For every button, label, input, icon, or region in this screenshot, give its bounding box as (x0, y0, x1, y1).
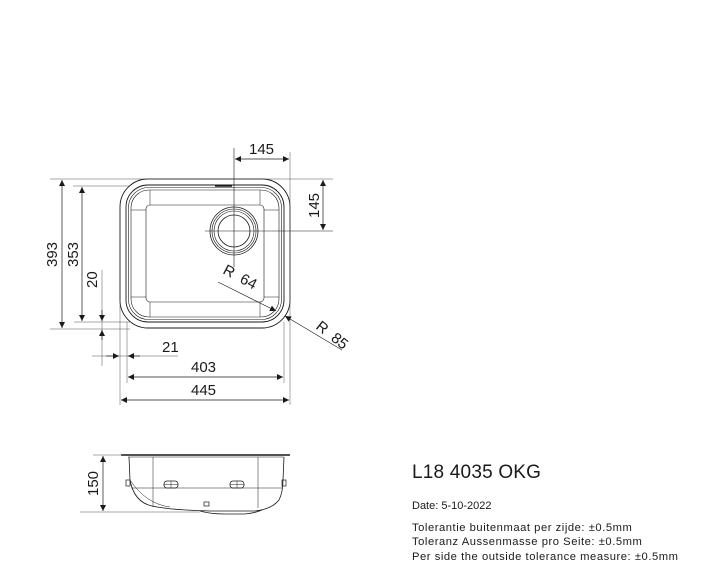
mounting-clip-icon (163, 480, 179, 489)
tolerance-german: Toleranz Aussenmasse pro Seite: ±0.5mm (412, 536, 643, 548)
dim-label-445: 445 (191, 382, 216, 399)
tolerance-dutch: Tolerantie buitenmaat per zijde: ±0.5mm (412, 522, 633, 534)
dim-label-353: 353 (65, 242, 82, 267)
side-clip-icon (125, 479, 287, 487)
dim-label-21: 21 (162, 339, 179, 356)
dim-label-r85: R 85 (313, 318, 352, 353)
dim-label-20: 20 (84, 271, 101, 288)
dim-label-145-vertical: 145 (306, 193, 323, 218)
model-title: L18 4035 OKG (412, 462, 542, 483)
dim-label-393: 393 (44, 242, 61, 267)
sink-body-profile (128, 456, 285, 512)
sink-outer-rim (119, 178, 291, 329)
label-plate-icon (203, 501, 210, 507)
tolerance-english: Per side the outside tolerance measure: … (412, 551, 679, 563)
side-view (80, 454, 290, 515)
dim-line-r85 (284, 315, 343, 351)
dim-label-r64: R 64 (220, 262, 260, 294)
mounting-clip-icon (229, 480, 245, 489)
dim-line-r64 (217, 281, 277, 312)
drawing-date: Date: 5-10-2022 (412, 500, 492, 512)
top-view (50, 148, 343, 405)
dim-label-145-horizontal: 145 (249, 141, 274, 158)
sink-bowl-edge (125, 184, 285, 323)
dim-label-150: 150 (85, 471, 102, 496)
dim-label-403: 403 (191, 359, 216, 376)
sink-bowl-floor (145, 204, 265, 303)
